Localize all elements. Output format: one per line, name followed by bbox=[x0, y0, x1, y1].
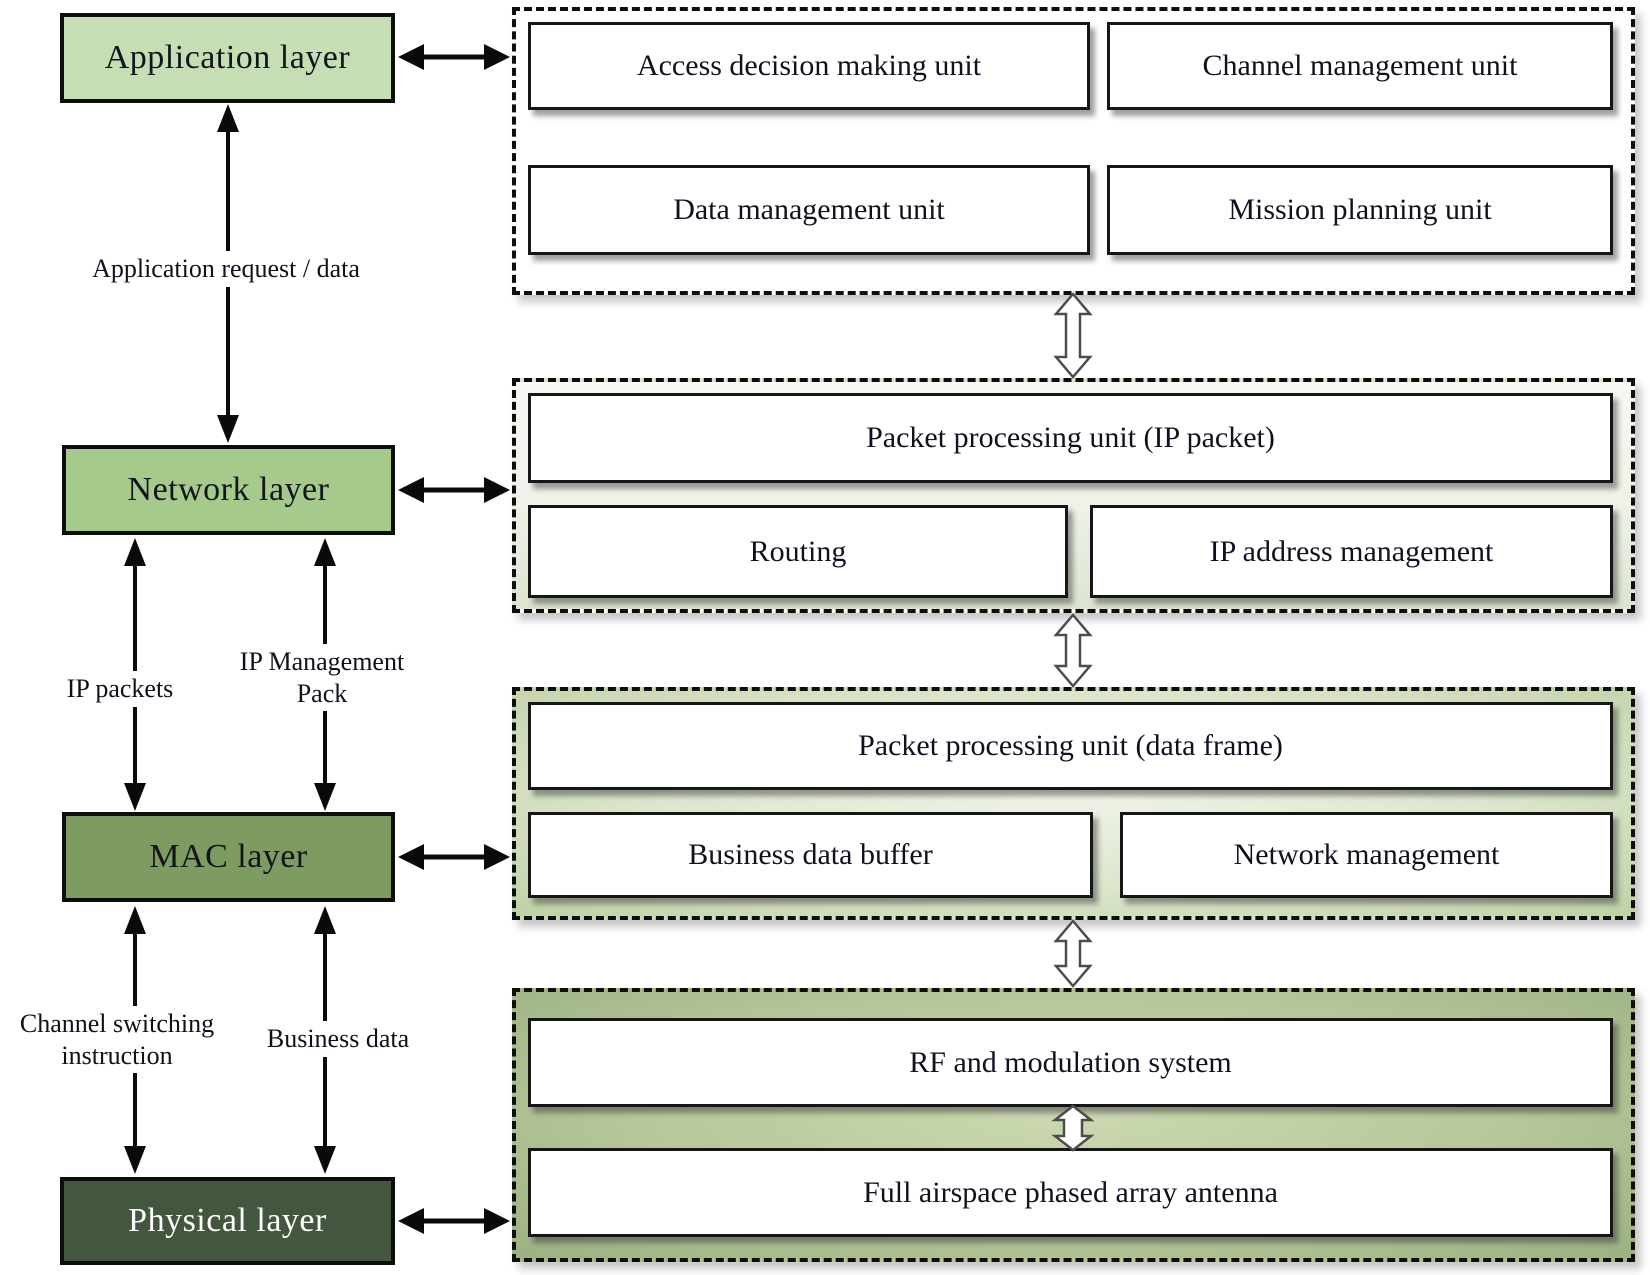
rf-modulation-system-box: RF and modulation system bbox=[528, 1018, 1613, 1107]
access-decision-making-unit-label: Access decision making unit bbox=[636, 49, 982, 82]
network-layer-label: Network layer bbox=[127, 471, 330, 508]
channel-management-unit-box: Channel management unit bbox=[1107, 22, 1613, 110]
network-management-label: Network management bbox=[1233, 838, 1500, 871]
application-layer-label: Application layer bbox=[104, 39, 351, 76]
mac-units-container: Packet processing unit (data frame) Busi… bbox=[512, 687, 1635, 920]
rf-modulation-system-label: RF and modulation system bbox=[909, 1045, 1232, 1079]
packet-processing-data-frame-box: Packet processing unit (data frame) bbox=[528, 702, 1613, 790]
access-decision-making-unit-box: Access decision making unit bbox=[528, 22, 1090, 110]
application-horizontal-arrow bbox=[398, 44, 510, 70]
ip-management-pack-label: IP Management Pack bbox=[229, 644, 415, 712]
business-data-label: Business data bbox=[252, 1021, 424, 1057]
ip-address-management-box: IP address management bbox=[1090, 505, 1613, 598]
physical-layer-box: Physical layer bbox=[60, 1177, 395, 1265]
packet-processing-data-frame-label: Packet processing unit (data frame) bbox=[858, 729, 1283, 762]
phased-array-antenna-box: Full airspace phased array antenna bbox=[528, 1148, 1613, 1237]
physical-horizontal-arrow bbox=[398, 1208, 510, 1234]
network-layer-box: Network layer bbox=[62, 445, 395, 535]
data-management-unit-box: Data management unit bbox=[528, 165, 1090, 255]
routing-box: Routing bbox=[528, 505, 1068, 598]
application-units-container: Access decision making unit Channel mana… bbox=[512, 7, 1635, 295]
routing-label: Routing bbox=[749, 534, 847, 568]
mission-planning-unit-label: Mission planning unit bbox=[1228, 193, 1492, 226]
channel-switching-instruction-label: Channel switching instruction bbox=[3, 1006, 231, 1074]
application-request-data-label: Application request / data bbox=[66, 251, 386, 287]
mac-horizontal-arrow bbox=[398, 844, 510, 870]
business-data-buffer-label: Business data buffer bbox=[688, 838, 933, 871]
data-management-unit-label: Data management unit bbox=[673, 193, 945, 226]
ip-packets-label: IP packets bbox=[50, 671, 190, 707]
ip-address-management-label: IP address management bbox=[1209, 534, 1494, 568]
packet-processing-ip-label: Packet processing unit (IP packet) bbox=[866, 421, 1275, 454]
network-management-box: Network management bbox=[1120, 812, 1613, 898]
physical-units-container: RF and modulation system Full airspace p… bbox=[512, 988, 1635, 1262]
mission-planning-unit-box: Mission planning unit bbox=[1107, 165, 1613, 255]
physical-layer-label: Physical layer bbox=[128, 1202, 327, 1239]
business-data-buffer-box: Business data buffer bbox=[528, 812, 1093, 898]
mac-layer-box: MAC layer bbox=[62, 812, 395, 902]
channel-management-unit-label: Channel management unit bbox=[1202, 49, 1518, 82]
network-mac-units-arrow bbox=[1053, 613, 1093, 688]
network-horizontal-arrow bbox=[398, 477, 510, 503]
mac-layer-label: MAC layer bbox=[149, 838, 308, 875]
mac-physical-units-arrow bbox=[1053, 919, 1093, 988]
application-layer-box: Application layer bbox=[60, 13, 395, 103]
packet-processing-ip-box: Packet processing unit (IP packet) bbox=[528, 393, 1613, 483]
phased-array-antenna-label: Full airspace phased array antenna bbox=[863, 1175, 1278, 1209]
app-network-units-arrow bbox=[1053, 292, 1093, 379]
network-units-container: Packet processing unit (IP packet) Routi… bbox=[512, 378, 1635, 613]
